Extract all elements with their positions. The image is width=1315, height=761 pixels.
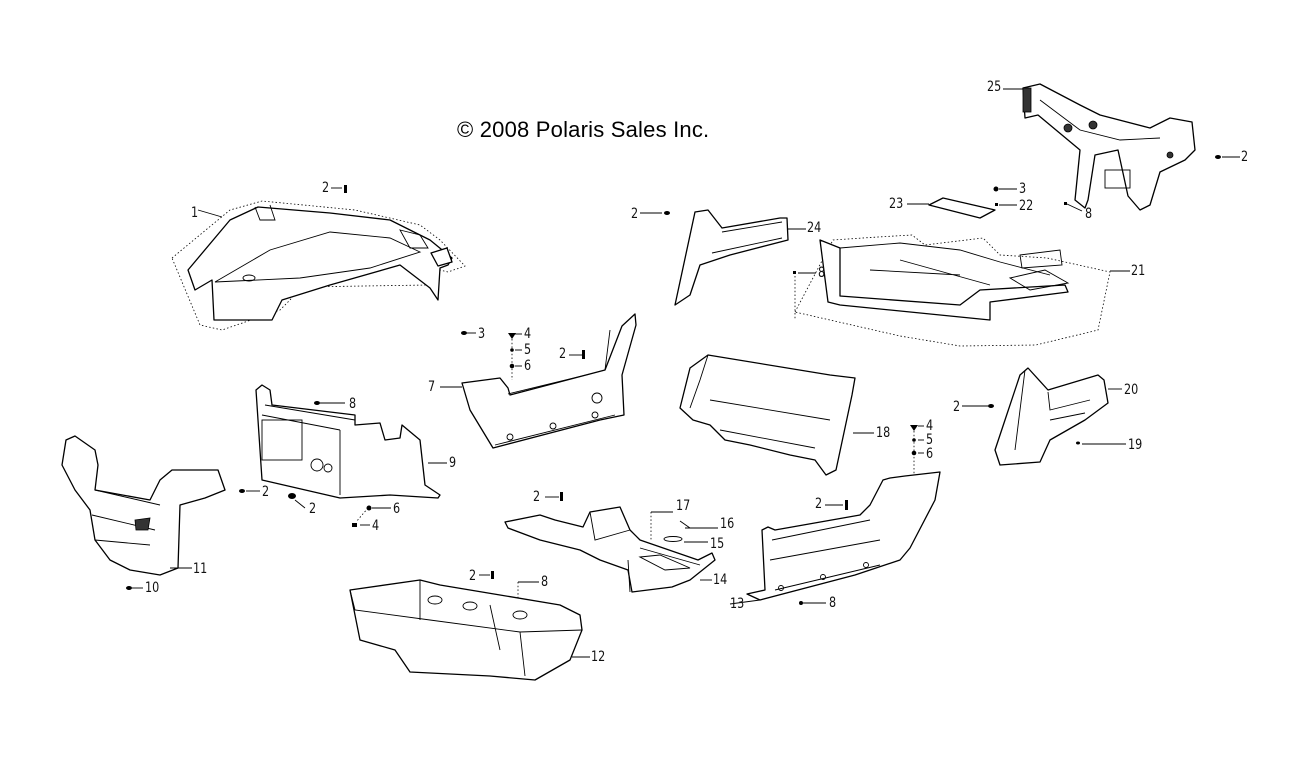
callout-7[interactable]: 7 (428, 379, 436, 395)
callout-8[interactable]: 8 (1085, 206, 1093, 222)
callout-4[interactable]: 4 (524, 326, 532, 342)
part-13-door-panel[interactable] (746, 471, 941, 601)
part-14-floor-center[interactable] (504, 506, 716, 593)
callout-2[interactable]: 2 (559, 346, 567, 362)
copyright-notice: © 2008 Polaris Sales Inc. (457, 117, 710, 142)
part-24-side-panel[interactable] (674, 209, 789, 306)
callout-15[interactable]: 15 (710, 536, 725, 552)
part-23-pad[interactable] (928, 197, 996, 219)
callout-19[interactable]: 19 (1128, 437, 1143, 453)
callout-2[interactable]: 2 (322, 180, 330, 196)
part-7-door-panel[interactable] (461, 313, 637, 449)
part-20-rear-fender[interactable] (994, 367, 1109, 466)
callout-21[interactable]: 21 (1131, 263, 1146, 279)
callout-2[interactable]: 2 (533, 489, 541, 505)
callout-5[interactable]: 5 (926, 432, 934, 448)
part-21-cargo-box[interactable] (794, 234, 1111, 347)
callout-2[interactable]: 2 (815, 496, 823, 512)
callout-6[interactable]: 6 (524, 358, 532, 374)
callout-25[interactable]: 25 (987, 79, 1002, 95)
callout-12[interactable]: 12 (591, 649, 606, 665)
part-11-front-bumper[interactable] (61, 435, 226, 576)
callout-1[interactable]: 1 (191, 205, 199, 221)
callout-2[interactable]: 2 (309, 501, 317, 517)
part-9-dash-panel[interactable] (255, 384, 441, 499)
callout-11[interactable]: 11 (193, 561, 208, 577)
callout-3[interactable]: 3 (478, 326, 486, 342)
callout-20[interactable]: 20 (1124, 382, 1139, 398)
callout-8[interactable]: 8 (829, 595, 837, 611)
part-25-rear-fender[interactable] (1022, 83, 1196, 211)
part-1-hood[interactable] (171, 200, 466, 331)
part-12-storage-tub[interactable] (349, 579, 583, 681)
part-18-cowl[interactable] (679, 354, 856, 476)
callout-2[interactable]: 2 (469, 568, 477, 584)
callout-2[interactable]: 2 (262, 484, 270, 500)
callout-24[interactable]: 24 (807, 220, 822, 236)
callout-8[interactable]: 8 (541, 574, 549, 590)
callout-2[interactable]: 2 (1241, 149, 1249, 165)
callout-4[interactable]: 4 (372, 518, 380, 534)
callout-16[interactable]: 16 (720, 516, 735, 532)
callout-13[interactable]: 13 (730, 596, 745, 612)
callout-23[interactable]: 23 (889, 196, 904, 212)
callout-3[interactable]: 3 (1019, 181, 1027, 197)
callout-4[interactable]: 4 (926, 418, 934, 434)
callout-2[interactable]: 2 (631, 206, 639, 222)
callout-22[interactable]: 22 (1019, 198, 1034, 214)
callout-2[interactable]: 2 (953, 399, 961, 415)
callout-5[interactable]: 5 (524, 342, 532, 358)
callout-18[interactable]: 18 (876, 425, 891, 441)
callout-10[interactable]: 10 (145, 580, 160, 596)
callout-8[interactable]: 8 (349, 396, 357, 412)
callout-6[interactable]: 6 (926, 446, 934, 462)
callout-14[interactable]: 14 (713, 572, 728, 588)
callout-17[interactable]: 17 (676, 498, 691, 514)
callout-8[interactable]: 8 (818, 265, 826, 281)
callout-6[interactable]: 6 (393, 501, 401, 517)
callout-9[interactable]: 9 (449, 455, 457, 471)
